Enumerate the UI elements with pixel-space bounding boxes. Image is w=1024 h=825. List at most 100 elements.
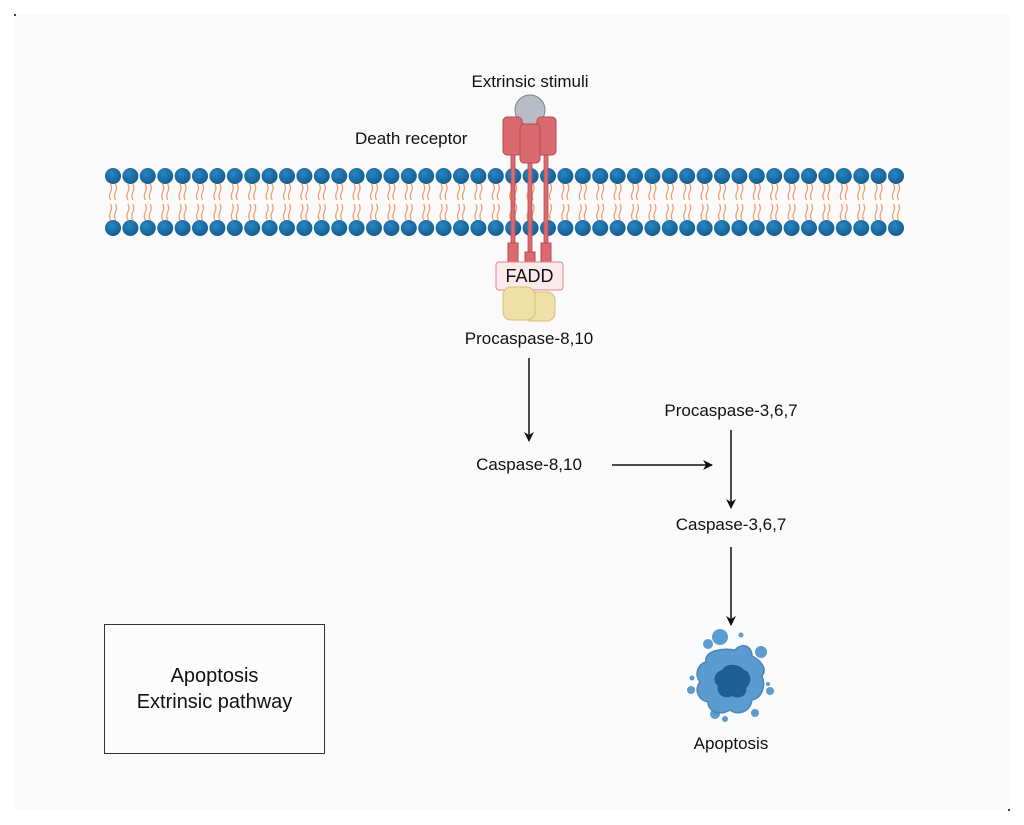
lipid-tail [844, 203, 848, 221]
lipid-head [679, 168, 696, 184]
lipid-tail [757, 203, 761, 221]
lipid-tail [474, 203, 478, 221]
lipid-tail [822, 183, 826, 201]
title-line-2: Extrinsic pathway [136, 691, 293, 713]
lipid-tail [683, 203, 687, 221]
lipid-tail [392, 183, 396, 201]
cell-membrane [105, 168, 904, 236]
lipid-tail [143, 203, 147, 221]
lipid-head [435, 220, 452, 236]
lipid-head [731, 168, 748, 184]
lipid-head [609, 168, 626, 184]
lipid-tail [827, 183, 831, 201]
lipid-tail [287, 183, 292, 201]
lipid-tail [770, 203, 774, 221]
lipid-tail [178, 183, 182, 201]
lipid-tail [265, 183, 269, 201]
lipid-head [870, 220, 887, 236]
lipid-tail [857, 203, 861, 221]
lipid-tail [317, 203, 321, 221]
receptor-subunit [519, 123, 541, 164]
lipid-tail [409, 183, 413, 201]
lipid-tail [688, 203, 692, 221]
lipid-head [418, 220, 435, 236]
lipid-tail [583, 183, 587, 201]
lipid-head [557, 220, 574, 236]
pathway-title-box: Apoptosis Extrinsic pathway [104, 624, 325, 754]
lipid-tail [392, 203, 396, 221]
lipid-tail [322, 203, 326, 221]
procaspase-8-10-label: Procaspase-8,10 [464, 329, 594, 348]
lipid-tail [108, 183, 113, 201]
lipid-tail [653, 203, 657, 221]
lipid-tail [456, 203, 461, 221]
lipid-head [122, 220, 139, 236]
lipid-tail [113, 203, 118, 221]
lipid-tail [230, 183, 234, 201]
lipid-tail [322, 183, 326, 201]
lipid-tail [265, 203, 269, 221]
lipid-head [383, 220, 400, 236]
lipid-tail [474, 183, 478, 201]
lipid-head [244, 168, 261, 184]
lipid-tail [804, 183, 809, 201]
lipid-head [835, 168, 852, 184]
lipid-tail [874, 183, 878, 201]
death-domain [540, 242, 552, 264]
lipid-head [801, 168, 817, 184]
lipid-tail [335, 183, 339, 201]
lipid-head [853, 220, 870, 236]
lipid-tail [148, 183, 152, 201]
lipid-tail [369, 183, 374, 201]
lipid-head [435, 168, 452, 184]
death-receptor-label: Death receptor [355, 129, 468, 148]
lipid-tail [630, 183, 635, 201]
corner-mark [14, 14, 16, 16]
lipid-head [470, 220, 487, 236]
lipid-tail [670, 183, 674, 201]
lipid-tail [752, 203, 756, 221]
lipid-tail [548, 183, 553, 201]
lipid-tail [409, 203, 413, 221]
lipid-tail [427, 183, 431, 201]
lipid-head [313, 220, 330, 236]
lipid-head [400, 168, 417, 184]
lipid-tail [705, 183, 709, 201]
lipid-tail [148, 203, 152, 221]
lipid-head [714, 168, 730, 184]
lipid-tail [879, 203, 883, 221]
lipid-tail [735, 203, 739, 221]
lipid-tail [340, 203, 344, 221]
lipid-tail [183, 203, 187, 221]
lipid-tail [422, 203, 426, 221]
lipid-tail [717, 203, 722, 221]
lipid-tail [270, 203, 274, 221]
lipid-head [192, 220, 208, 236]
lipid-head [296, 168, 313, 184]
lipid-head [766, 220, 783, 236]
lipid-head [714, 220, 730, 236]
lipid-tail [665, 183, 669, 201]
lipid-tail [300, 203, 304, 221]
lipid-tail [613, 183, 617, 201]
lipid-tail [126, 203, 130, 221]
lipid-tail [491, 203, 495, 221]
lipid-tail [108, 203, 113, 221]
procaspase-3-6-7-label: Procaspase-3,6,7 [664, 401, 798, 420]
lipid-tail [613, 203, 617, 221]
lipid-tail [653, 183, 657, 201]
lipid-tail [230, 203, 234, 221]
lipid-tail [770, 183, 774, 201]
lipid-tail [340, 183, 344, 201]
lipid-tail [874, 203, 878, 221]
lipid-head [226, 220, 243, 236]
lipid-tail [722, 183, 727, 201]
lipid-tail [578, 203, 582, 221]
lipid-tail [596, 183, 600, 201]
lipid-tail [387, 183, 391, 201]
lipid-tail [444, 203, 448, 221]
lipid-tail [218, 203, 222, 221]
lipid-tail [305, 203, 309, 221]
lipid-tail [235, 183, 239, 201]
lipid-tail [427, 203, 431, 221]
